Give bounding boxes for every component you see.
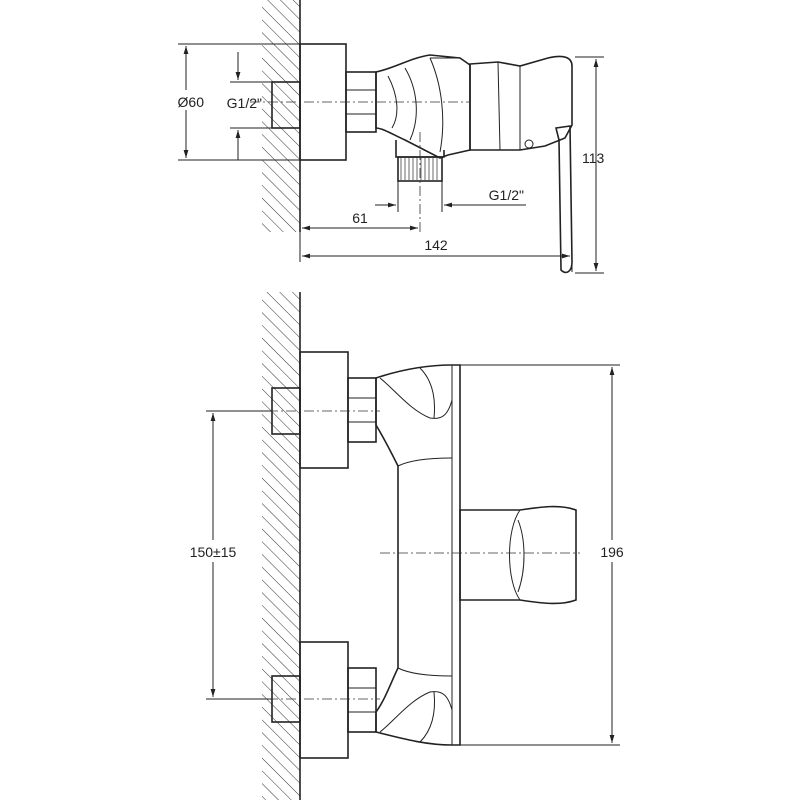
lower-connector-nut bbox=[347, 667, 377, 733]
upper-connector-nut bbox=[347, 377, 377, 443]
dim-total-height: 196 bbox=[460, 364, 630, 746]
lever-handle-top bbox=[469, 55, 573, 151]
dim-outlet-offset-label: 61 bbox=[352, 210, 368, 226]
dim-diameter-60: Ø60 bbox=[178, 43, 300, 161]
front-view: 150±15 196 bbox=[180, 292, 630, 800]
lever-blade-top bbox=[555, 125, 573, 274]
dim-height-label: 113 bbox=[582, 150, 605, 166]
dim-inlet-thread-label: G1/2" bbox=[227, 95, 262, 111]
dim-height-113: 113 bbox=[575, 56, 605, 274]
upper-flange bbox=[299, 351, 349, 469]
dim-outlet-thread: G1/2" bbox=[375, 181, 526, 212]
wall-hatch-front bbox=[262, 292, 300, 800]
dim-outlet-offset: 61 bbox=[302, 210, 418, 231]
handle-screw-top bbox=[524, 139, 534, 149]
dim-total-height-label: 196 bbox=[600, 544, 624, 560]
dim-total-depth-label: 142 bbox=[424, 237, 448, 253]
lower-flange bbox=[299, 641, 349, 759]
valve-body-top bbox=[375, 54, 471, 159]
dim-outlet-thread-label: G1/2" bbox=[489, 187, 524, 203]
dim-inlet-spacing: 150±15 bbox=[180, 410, 272, 700]
wall-hatch-top bbox=[262, 0, 300, 232]
valve-body-front bbox=[375, 364, 461, 746]
dim-total-depth: 142 bbox=[299, 232, 573, 272]
dim-inlet-thread: G1/2" bbox=[227, 52, 272, 160]
dim-diameter-label: Ø60 bbox=[178, 94, 205, 110]
lever-handle-front bbox=[459, 505, 577, 605]
dim-inlet-spacing-label: 150±15 bbox=[190, 544, 237, 560]
top-view: Ø60 G1/2" 61 G1/2" 142 bbox=[178, 0, 605, 274]
